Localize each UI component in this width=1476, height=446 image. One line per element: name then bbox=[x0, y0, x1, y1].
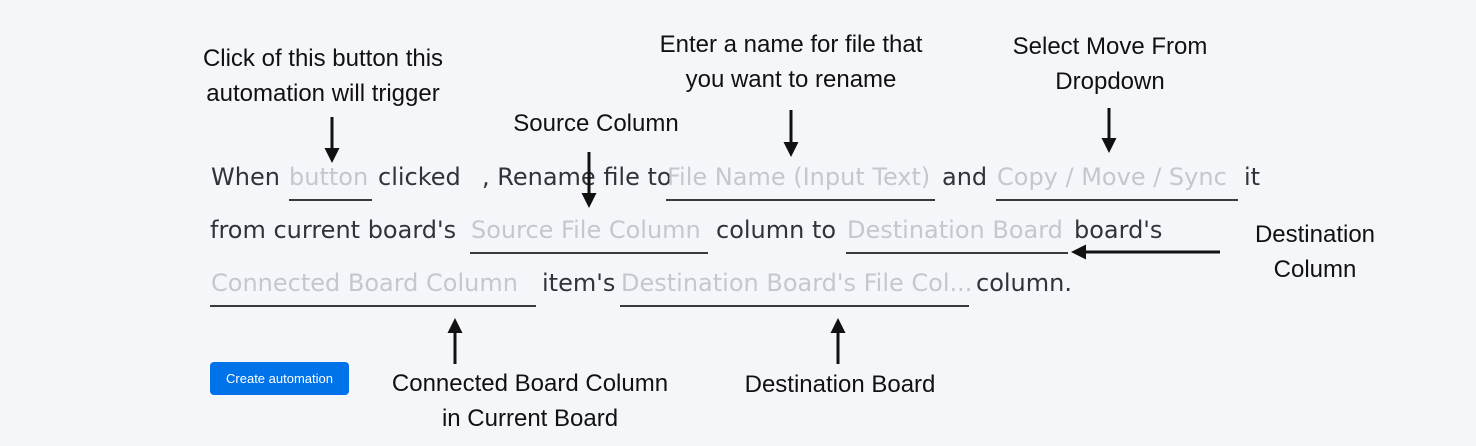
button-field-underline bbox=[289, 199, 372, 201]
sentence-text-column: column. bbox=[976, 269, 1072, 297]
annotation-file-name-line-2: you want to rename bbox=[685, 66, 897, 93]
annotation-source-line-1: Source Column bbox=[513, 110, 679, 137]
create-automation-button[interactable]: Create automation bbox=[210, 362, 349, 395]
file-name-input-underline bbox=[666, 199, 935, 201]
annotation-connected-line-2: in Current Board bbox=[441, 405, 619, 432]
sentence-text-boards: board's bbox=[1074, 216, 1163, 244]
annotation-trigger-line-2: automation will trigger bbox=[206, 80, 440, 107]
annotation-file-name-line-1: Enter a name for file that bbox=[659, 31, 923, 58]
annotation-destination-board-line-1: Destination Board bbox=[744, 371, 936, 398]
annotation-trigger-line-1: Click of this button this bbox=[202, 45, 444, 72]
annotation-move-from: Select Move From Dropdown bbox=[990, 29, 1230, 99]
annotation-source-column: Source Column bbox=[490, 106, 702, 141]
connected-board-column-dropdown[interactable]: Connected Board Column bbox=[211, 269, 518, 297]
sentence-text-rename: , Rename file to bbox=[482, 163, 672, 191]
button-field[interactable]: button bbox=[289, 163, 369, 191]
sentence-text-items: item's bbox=[542, 269, 616, 297]
sentence-text-column-to: column to bbox=[716, 216, 837, 244]
annotation-destination-column-line-2: Column bbox=[1273, 256, 1357, 283]
sentence-text-it: it bbox=[1244, 163, 1261, 191]
annotation-move-from-line-2: Dropdown bbox=[1055, 68, 1165, 95]
annotation-destination-column: Destination Column bbox=[1225, 217, 1405, 287]
annotation-connected-line-1: Connected Board Column bbox=[391, 370, 669, 397]
sentence-text-when: When bbox=[211, 163, 280, 191]
annotation-trigger: Click of this button this automation wil… bbox=[170, 41, 476, 111]
destination-board-underline bbox=[846, 252, 1068, 254]
source-file-column-dropdown[interactable]: Source File Column bbox=[471, 216, 701, 244]
copy-move-sync-underline bbox=[996, 199, 1238, 201]
sentence-text-and: and bbox=[942, 163, 988, 191]
annotation-connected-board: Connected Board Column in Current Board bbox=[360, 366, 700, 436]
annotation-destination-column-line-1: Destination bbox=[1254, 221, 1376, 248]
annotation-destination-board: Destination Board bbox=[715, 367, 965, 402]
annotation-file-name: Enter a name for file that you want to r… bbox=[628, 27, 954, 97]
sentence-text-clicked: clicked bbox=[378, 163, 461, 191]
destination-board-dropdown[interactable]: Destination Board bbox=[847, 216, 1063, 244]
source-file-column-underline bbox=[470, 252, 708, 254]
destination-file-column-dropdown[interactable]: Destination Board's File Col... bbox=[621, 269, 973, 297]
copy-move-sync-dropdown[interactable]: Copy / Move / Sync bbox=[997, 163, 1227, 191]
sentence-text-from: from current board's bbox=[210, 216, 457, 244]
file-name-input[interactable]: File Name (Input Text) bbox=[667, 163, 931, 191]
connected-board-column-underline bbox=[210, 305, 536, 307]
destination-file-column-underline bbox=[620, 305, 969, 307]
annotation-move-from-line-1: Select Move From bbox=[1012, 33, 1208, 60]
